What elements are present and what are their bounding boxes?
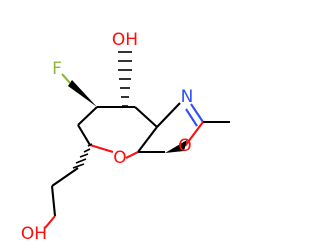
bond-ring-o-segment [125, 151, 139, 159]
bond-c-c-left [77, 124, 91, 146]
atom-label-hydroxyl-bottom: OH [21, 224, 47, 244]
bond-c-o-oxazole [184, 121, 204, 147]
atom-label-nitrogen: N [181, 87, 194, 107]
wedge-bond-fluorine [68, 80, 97, 107]
atom-label-hydroxyl-top: OH [112, 30, 138, 50]
wedge-bond-ring-o [165, 140, 187, 153]
bond-c-c-top-left [77, 106, 98, 126]
bond-n-c-double-b [185, 108, 198, 127]
hashed-bond-ch2oh [72, 143, 93, 169]
bond-ch2-oh-a [51, 167, 79, 187]
molecule-structure: OH F N O O OH [21, 30, 230, 244]
atom-label-fluorine: F [52, 59, 62, 79]
bond-c-c-right [134, 106, 158, 128]
bond-c-o-bottom-right [137, 126, 158, 153]
atom-label-ring-oxygen: O [113, 148, 126, 168]
bond-c-f [61, 73, 71, 84]
bond-n-c-double-a [190, 103, 204, 123]
bond-o-c-bottom-left [89, 143, 114, 154]
hashed-bond-oh-top [118, 51, 132, 107]
bond-ch2-oh-b [50, 185, 57, 217]
bond-ch2-oh-c [44, 215, 56, 229]
atom-label-oxazole-oxygen: O [178, 136, 191, 156]
bond-c-n [156, 102, 181, 128]
